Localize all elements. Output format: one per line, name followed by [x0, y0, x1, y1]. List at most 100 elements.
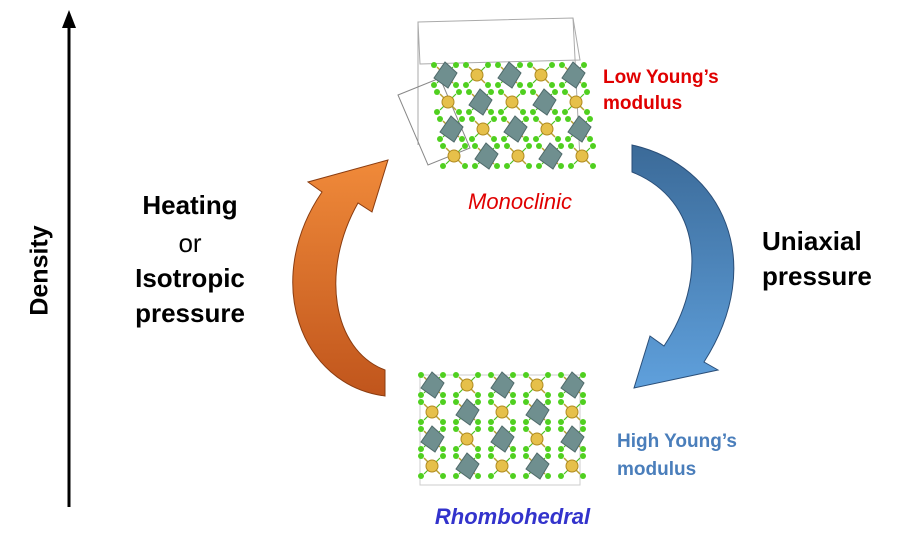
- halide-atom: [495, 82, 501, 88]
- halide-atom: [558, 392, 564, 398]
- halide-atom: [523, 372, 529, 378]
- halide-atom: [418, 392, 424, 398]
- halide-atom: [488, 392, 494, 398]
- halide-atom: [498, 89, 504, 95]
- halide-atom: [527, 62, 533, 68]
- halide-atom: [580, 372, 586, 378]
- octahedron: [455, 452, 480, 480]
- halide-atom: [418, 399, 424, 405]
- halide-atom: [488, 372, 494, 378]
- low-youngs-label: Low Young’s: [603, 67, 719, 88]
- halide-atom: [549, 82, 555, 88]
- halide-atom: [523, 453, 529, 459]
- halide-atom: [475, 426, 481, 432]
- halide-atom: [485, 82, 491, 88]
- halide-atom: [580, 453, 586, 459]
- halide-atom: [584, 109, 590, 115]
- metal-atom: [425, 405, 439, 419]
- halide-atom: [488, 473, 494, 479]
- halide-atom: [453, 446, 459, 452]
- halide-atom: [472, 143, 478, 149]
- metal-atom: [495, 405, 509, 419]
- halide-atom: [523, 426, 529, 432]
- octahedron: [420, 371, 445, 399]
- halide-atom: [475, 473, 481, 479]
- halide-atom: [488, 109, 494, 115]
- rhombohedral-label: Rhombohedral: [434, 504, 591, 529]
- halide-atom: [565, 116, 571, 122]
- halide-atom: [545, 426, 551, 432]
- octahedron: [490, 371, 515, 399]
- octahedron: [497, 61, 522, 89]
- halide-atom: [580, 419, 586, 425]
- halide-atom: [440, 399, 446, 405]
- halide-atom: [565, 136, 571, 142]
- halide-atom: [440, 392, 446, 398]
- octahedron: [439, 115, 464, 143]
- halide-atom: [459, 116, 465, 122]
- halide-atom: [418, 426, 424, 432]
- octahedron: [503, 115, 528, 143]
- halide-atom: [440, 372, 446, 378]
- halide-atom: [510, 473, 516, 479]
- halide-atom: [495, 62, 501, 68]
- halide-atom: [558, 473, 564, 479]
- halide-atom: [510, 419, 516, 425]
- halide-atom: [437, 136, 443, 142]
- halide-atom: [552, 109, 558, 115]
- halide-atom: [558, 446, 564, 452]
- halide-atom: [523, 473, 529, 479]
- halide-atom: [434, 89, 440, 95]
- halide-atom: [462, 163, 468, 169]
- octahedron: [455, 398, 480, 426]
- halide-atom: [440, 163, 446, 169]
- halide-atom: [517, 82, 523, 88]
- halide-atom: [510, 426, 516, 432]
- halide-atom: [475, 419, 481, 425]
- halide-atom: [520, 89, 526, 95]
- halide-atom: [580, 473, 586, 479]
- halide-atom: [418, 372, 424, 378]
- halide-atom: [523, 136, 529, 142]
- monoclinic-label: Monoclinic: [468, 189, 572, 214]
- halide-atom: [431, 82, 437, 88]
- halide-atom: [510, 392, 516, 398]
- metal-atom: [511, 149, 525, 163]
- high-modulus-label: modulus: [617, 459, 697, 480]
- halide-atom: [581, 82, 587, 88]
- halide-atom: [488, 453, 494, 459]
- halide-atom: [466, 109, 472, 115]
- halide-atom: [562, 109, 568, 115]
- octahedron: [561, 61, 586, 89]
- metal-atom: [575, 149, 589, 163]
- halide-atom: [580, 399, 586, 405]
- low-modulus-label: modulus: [603, 93, 683, 114]
- halide-atom: [453, 372, 459, 378]
- metal-atom: [540, 122, 554, 136]
- halide-atom: [488, 399, 494, 405]
- halide-atom: [590, 163, 596, 169]
- halide-atom: [453, 82, 459, 88]
- halide-atom: [523, 419, 529, 425]
- halide-atom: [510, 453, 516, 459]
- halide-atom: [523, 399, 529, 405]
- halide-atom: [526, 163, 532, 169]
- halide-atom: [545, 453, 551, 459]
- metal-atom: [530, 432, 544, 446]
- halide-atom: [545, 372, 551, 378]
- halide-atom: [580, 446, 586, 452]
- halide-atom: [549, 62, 555, 68]
- octahedron: [538, 142, 563, 170]
- halide-atom: [440, 419, 446, 425]
- octahedron: [490, 425, 515, 453]
- halide-atom: [545, 473, 551, 479]
- uniaxial-pressure-arrow: [631, 144, 735, 389]
- halide-atom: [545, 399, 551, 405]
- metal-atom: [425, 459, 439, 473]
- metal-atom: [447, 149, 461, 163]
- halide-atom: [517, 62, 523, 68]
- metal-atom: [476, 122, 490, 136]
- halide-atom: [472, 163, 478, 169]
- halide-atom: [431, 62, 437, 68]
- metal-atom: [565, 405, 579, 419]
